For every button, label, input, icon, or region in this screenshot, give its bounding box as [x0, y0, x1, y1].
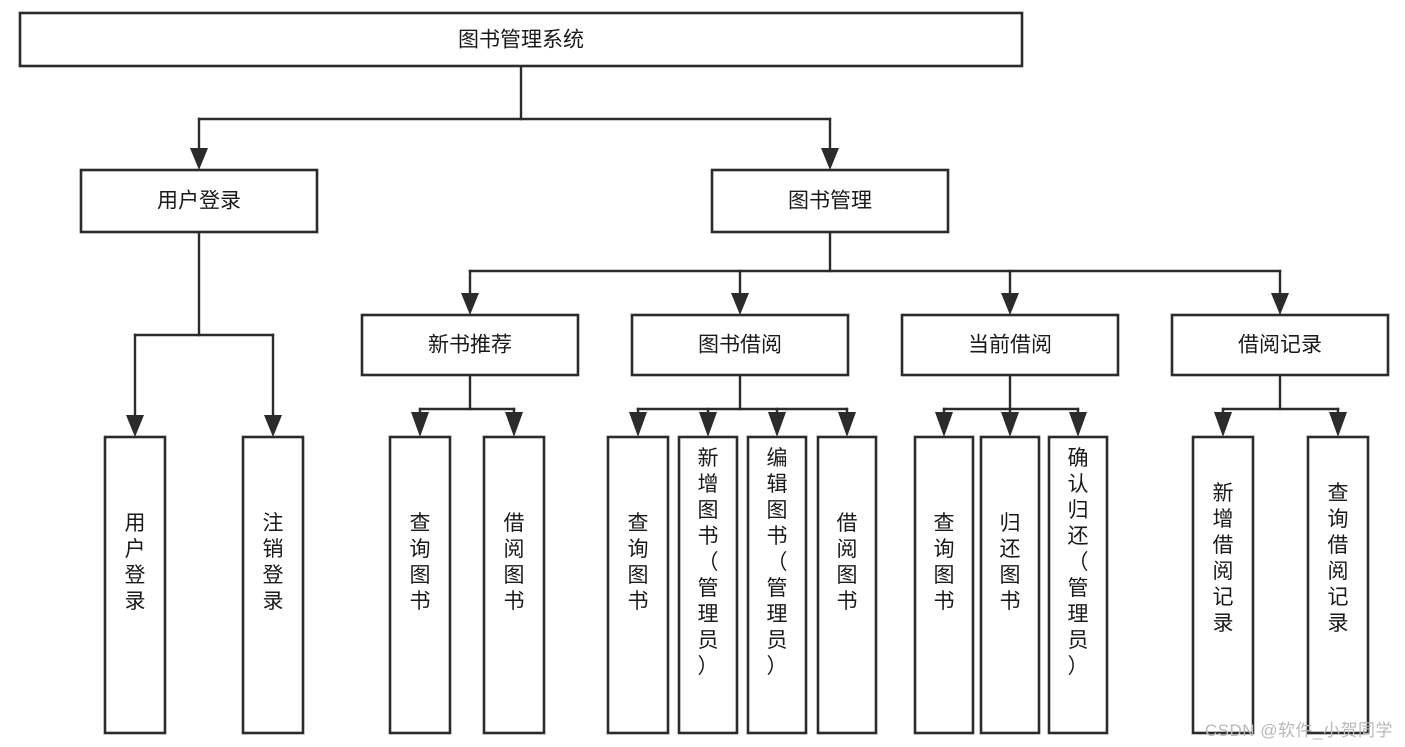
- node-leaf-add-record-label: 新增借阅记录: [1213, 482, 1234, 635]
- node-leaf-query-record-box[interactable]: [1306, 435, 1370, 735]
- node-leaf-borrow-book-2-label: 借阅图书: [837, 512, 858, 613]
- node-new-book-rec-box[interactable]: [360, 313, 580, 377]
- node-user-login-label: 用户登录: [157, 190, 241, 213]
- node-leaf-query-record-label: 查询借阅记录: [1328, 482, 1349, 635]
- node-leaf-return-book-label: 归还图书: [1000, 512, 1021, 613]
- node-leaf-query-book-2-label: 查询图书: [628, 512, 649, 613]
- node-user-login-box[interactable]: [79, 168, 319, 234]
- node-leaf-borrow-book-1[interactable]: 借阅图书: [482, 435, 546, 735]
- node-leaf-borrow-book-2[interactable]: 借阅图书: [816, 435, 878, 735]
- arrow-head-leaf-return-book: [1001, 412, 1019, 437]
- arrow-head-leaf-borrow-book-1: [505, 412, 523, 437]
- arrow-head-leaf-query-book-2: [629, 412, 647, 437]
- arrow-head-leaf-logout: [264, 415, 282, 437]
- node-borrow-record-label: 借阅记录: [1238, 334, 1322, 357]
- node-user-login[interactable]: 用户登录: [79, 168, 319, 234]
- node-leaf-query-book-2-box[interactable]: [606, 435, 670, 735]
- node-new-book-rec-label: 新书推荐: [428, 334, 512, 357]
- arrow-head-leaf-confirm-return: [1069, 412, 1087, 437]
- node-root[interactable]: 图书管理系统: [18, 11, 1024, 68]
- node-leaf-return-book[interactable]: 归还图书: [979, 435, 1041, 735]
- node-leaf-logout-box[interactable]: [241, 435, 305, 735]
- arrow-head-book-manage: [821, 148, 839, 170]
- node-leaf-query-record[interactable]: 查询借阅记录: [1306, 435, 1370, 735]
- node-book-borrow-box[interactable]: [630, 313, 850, 377]
- arrow-head-leaf-borrow-book-2: [838, 412, 856, 437]
- node-leaf-add-book-label: 新增图书（管理员）: [698, 447, 719, 678]
- node-borrow-record-box[interactable]: [1170, 313, 1390, 377]
- node-root-label: 图书管理系统: [458, 29, 584, 52]
- node-book-borrow-label: 图书借阅: [698, 334, 782, 357]
- arrow-head-leaf-add-book: [699, 412, 717, 437]
- node-book-borrow[interactable]: 图书借阅: [630, 313, 850, 377]
- node-leaf-query-book-1-label: 查询图书: [410, 512, 431, 613]
- arrow-head-leaf-query-book-3: [935, 412, 953, 437]
- node-leaf-edit-book[interactable]: 编辑图书（管理员）: [746, 435, 808, 735]
- arrow-head-leaf-query-record: [1329, 412, 1347, 437]
- arrow-head-leaf-user-login: [126, 415, 144, 437]
- node-borrow-record[interactable]: 借阅记录: [1170, 313, 1390, 377]
- node-leaf-confirm-return[interactable]: 确认归还（管理员）: [1047, 435, 1109, 735]
- node-leaf-query-book-1-box[interactable]: [388, 435, 452, 735]
- arrow-head-current-borrow: [1001, 293, 1019, 315]
- node-leaf-user-login[interactable]: 用户登录: [103, 435, 167, 735]
- node-leaf-query-book-1[interactable]: 查询图书: [388, 435, 452, 735]
- node-leaf-user-login-box[interactable]: [103, 435, 167, 735]
- node-current-borrow[interactable]: 当前借阅: [900, 313, 1120, 377]
- node-current-borrow-box[interactable]: [900, 313, 1120, 377]
- node-leaf-borrow-book-1-label: 借阅图书: [504, 512, 525, 613]
- arrow-head-user-login: [190, 148, 208, 170]
- node-leaf-edit-book-label: 编辑图书（管理员）: [767, 447, 788, 678]
- node-leaf-confirm-return-label: 确认归还（管理员）: [1068, 447, 1089, 678]
- arrow-head-leaf-edit-book: [768, 412, 786, 437]
- connector-layer: [126, 64, 1347, 437]
- arrow-head-book-borrow: [731, 293, 749, 315]
- node-book-manage-label: 图书管理: [788, 190, 872, 213]
- node-book-manage[interactable]: 图书管理: [710, 168, 950, 234]
- csdn-watermark: CSDN @软件_小贺同学: [1204, 721, 1393, 740]
- node-leaf-borrow-book-2-box[interactable]: [816, 435, 878, 735]
- arrow-head-new-book-rec: [461, 293, 479, 315]
- node-leaf-logout[interactable]: 注销登录: [241, 435, 305, 735]
- arrow-head-leaf-query-book-1: [411, 412, 429, 437]
- node-leaf-return-book-box[interactable]: [979, 435, 1041, 735]
- node-leaf-confirm-return-box[interactable]: [1047, 435, 1109, 735]
- node-leaf-borrow-book-1-box[interactable]: [482, 435, 546, 735]
- node-leaf-add-record-box[interactable]: [1191, 435, 1255, 735]
- node-leaf-query-book-2[interactable]: 查询图书: [606, 435, 670, 735]
- node-leaf-add-record[interactable]: 新增借阅记录: [1191, 435, 1255, 735]
- node-leaf-add-book[interactable]: 新增图书（管理员）: [677, 435, 739, 735]
- node-leaf-user-login-label: 用户登录: [125, 512, 146, 613]
- node-leaf-query-book-3[interactable]: 查询图书: [913, 435, 975, 735]
- node-leaf-add-book-box[interactable]: [677, 435, 739, 735]
- node-leaf-query-book-3-box[interactable]: [913, 435, 975, 735]
- node-book-manage-box[interactable]: [710, 168, 950, 234]
- arrow-head-leaf-add-record: [1214, 412, 1232, 437]
- node-leaf-edit-book-box[interactable]: [746, 435, 808, 735]
- node-leaf-query-book-3-label: 查询图书: [934, 512, 955, 613]
- node-leaf-logout-label: 注销登录: [263, 512, 284, 613]
- node-new-book-rec[interactable]: 新书推荐: [360, 313, 580, 377]
- node-root-box[interactable]: [18, 11, 1024, 68]
- node-current-borrow-label: 当前借阅: [968, 334, 1052, 357]
- arrow-head-borrow-record: [1271, 293, 1289, 315]
